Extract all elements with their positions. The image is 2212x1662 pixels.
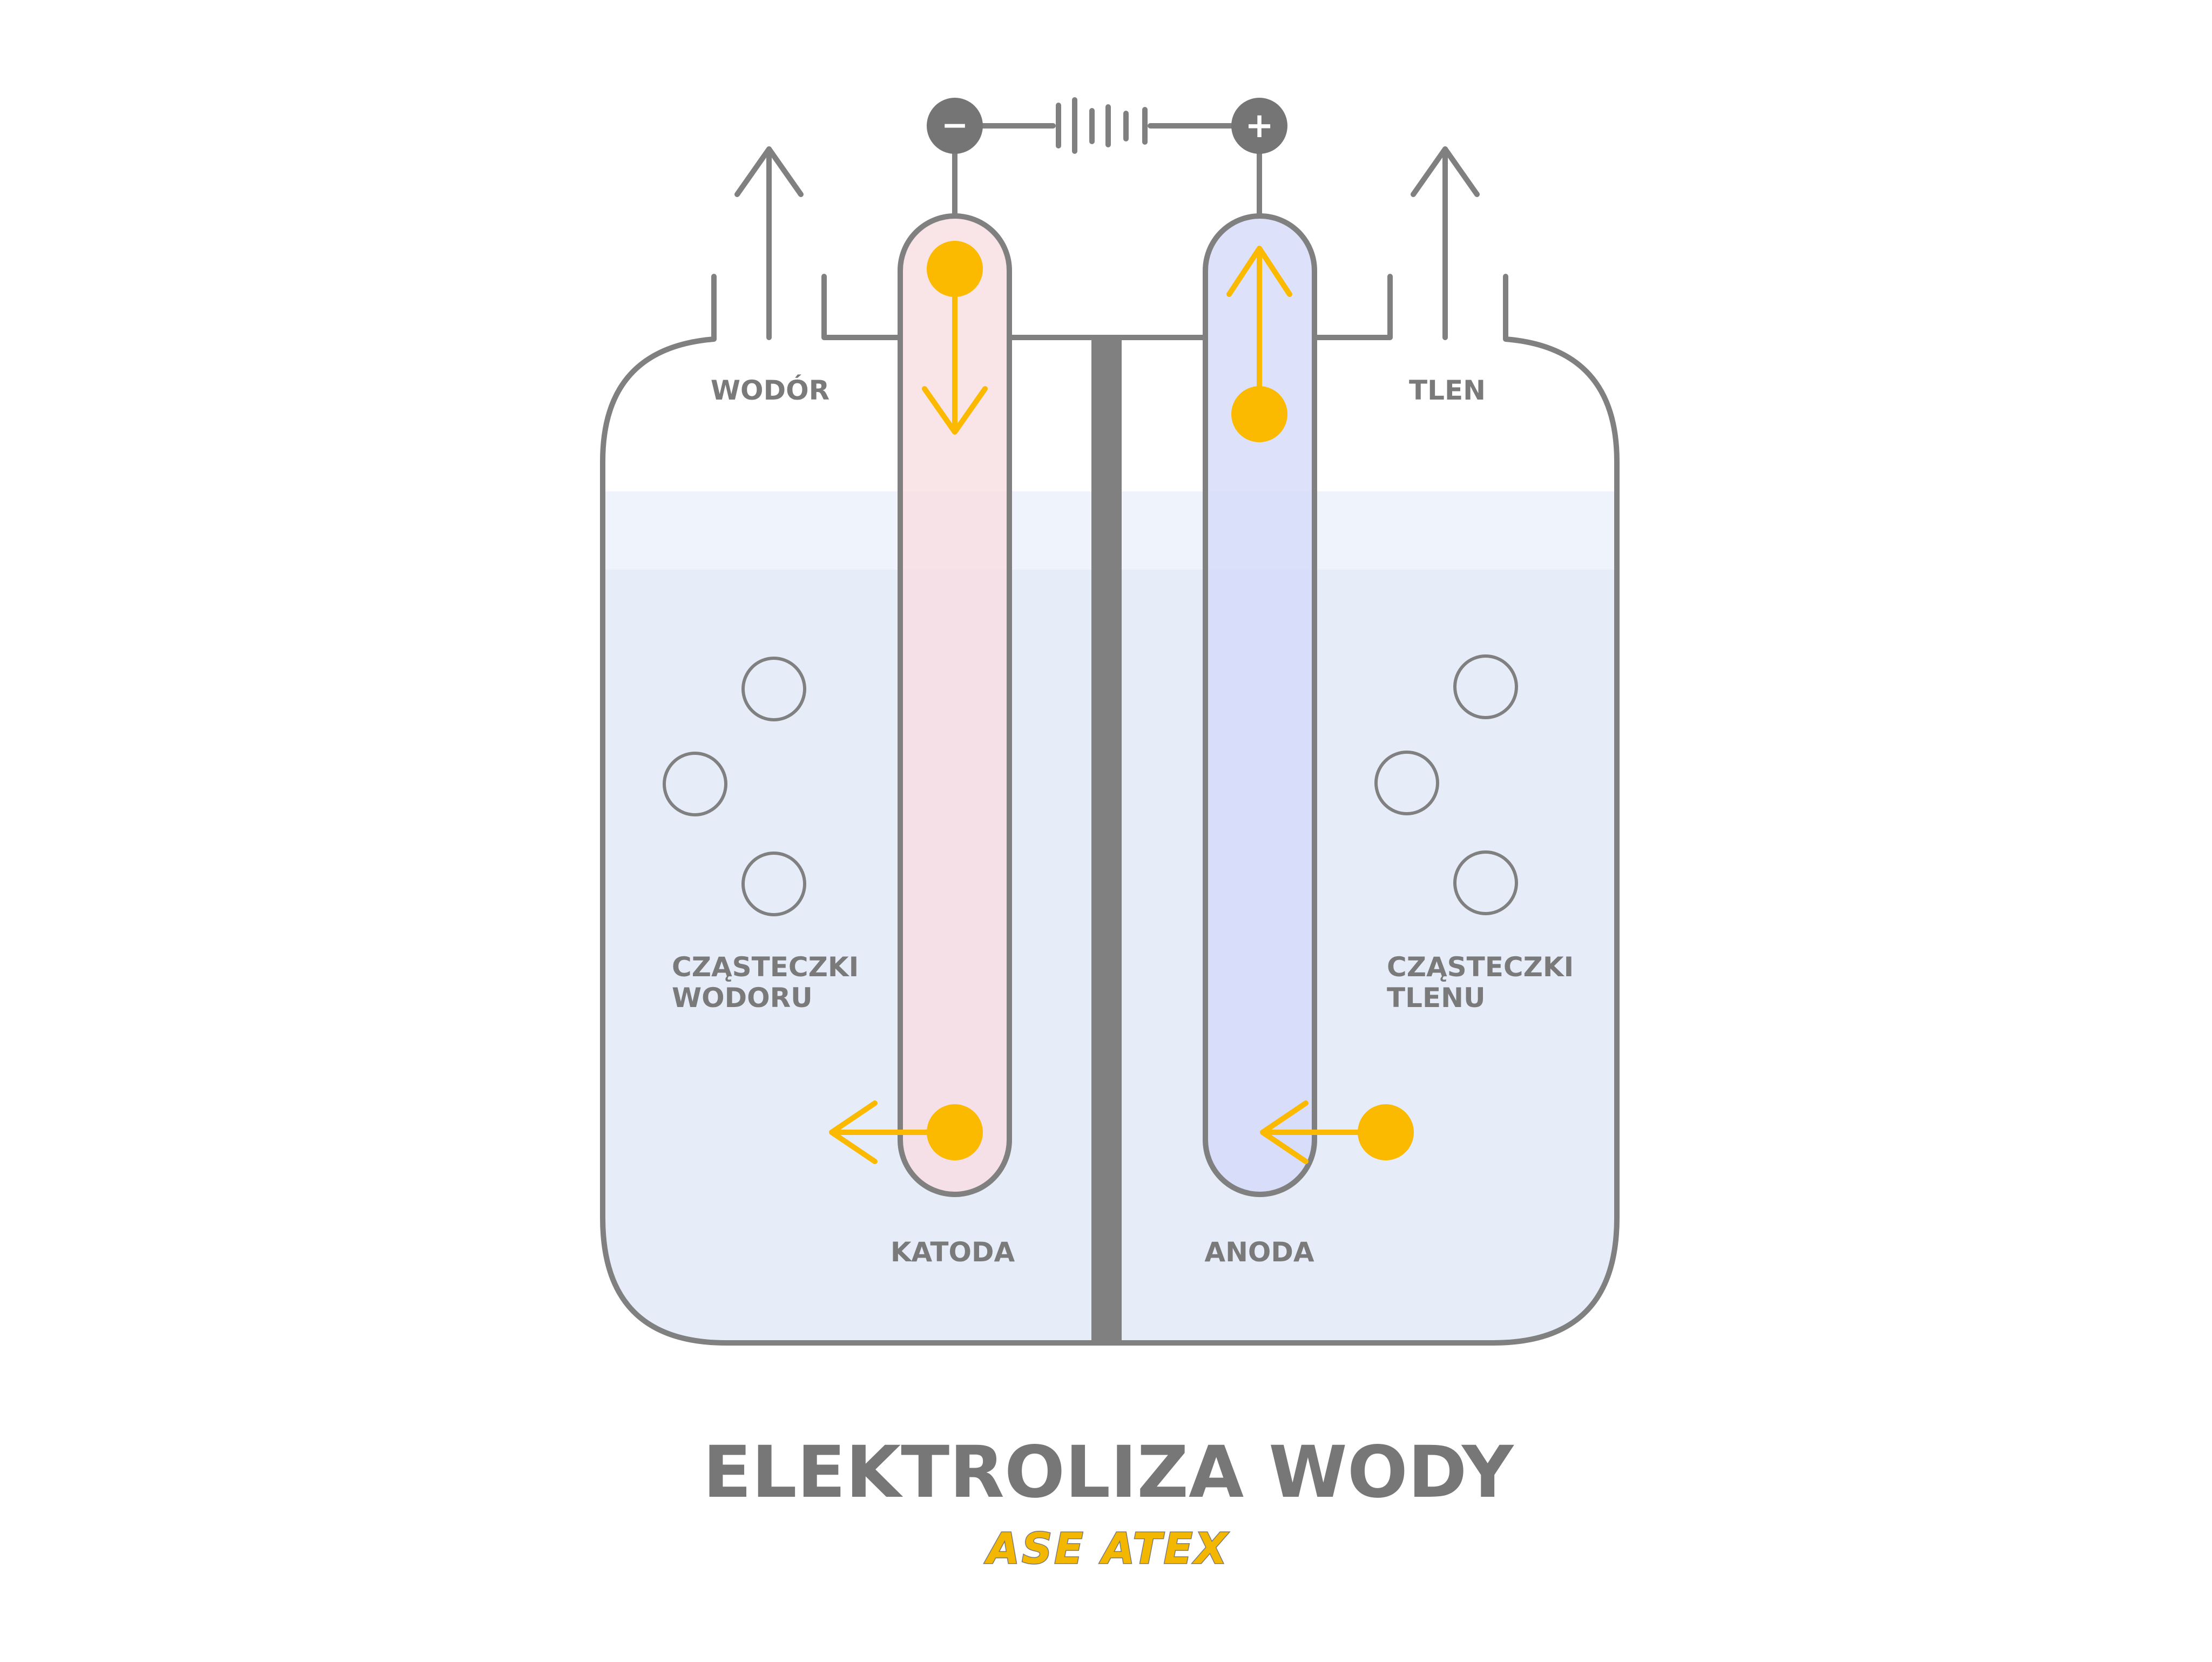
lid-right-segment [1312, 274, 1393, 340]
cathode-electrode [898, 213, 1012, 1197]
oxygen-molecules-label-line1: CZĄSTECZKI [1387, 951, 1574, 983]
hydrogen-molecules-label-line2: WODORU [672, 982, 813, 1014]
electrons [829, 241, 1414, 1164]
electron-dot-cathode-bottom [927, 1104, 983, 1160]
hydrogen-molecule [663, 752, 727, 816]
hydrogen-outlet-arrow-icon [734, 146, 804, 340]
membrane-divider [1091, 337, 1122, 1343]
diagram-title: ELEKTROLIZA WODY [703, 1431, 1514, 1514]
hydrogen-gas-label: WODÓR [711, 374, 830, 406]
electron-dot-anode-top [1231, 386, 1287, 442]
cathode-down-arrow-icon [922, 273, 988, 435]
oxygen-molecules-label-line2: TLENU [1387, 982, 1486, 1014]
hydrogen-molecules-label-line1: CZĄSTECZKI [672, 951, 859, 983]
negative-terminal: − [927, 98, 983, 154]
anode-electrode [1203, 213, 1317, 1197]
anode-up-arrow-icon [1226, 246, 1292, 413]
oxygen-molecule [1374, 751, 1439, 815]
electron-dot-anode-bottom [1358, 1104, 1414, 1160]
oxygen-molecule [1453, 654, 1518, 719]
oxygen-molecule [1453, 850, 1518, 915]
circuit [952, 97, 1262, 219]
brand-logo: ASE ATEX [984, 1525, 1230, 1573]
negative-terminal-circle [927, 98, 983, 154]
lid-left-segment [821, 274, 903, 340]
gas-outlet-arrows [734, 146, 1480, 340]
negative-terminal-sign: − [941, 106, 968, 144]
oxygen-outlet-arrow-icon [1411, 146, 1480, 340]
hydrogen-molecule [741, 657, 806, 721]
oxygen-gas-label: TLEN [1409, 375, 1486, 406]
positive-terminal-sign: + [1245, 106, 1274, 146]
labels: WODÓR TLEN CZĄSTECZKI WODORU CZĄSTECZKI … [672, 374, 1574, 1268]
cathode-label: KATODA [891, 1237, 1015, 1268]
molecules [663, 654, 1518, 916]
battery-icon [1056, 97, 1148, 154]
hydrogen-molecule [741, 852, 806, 916]
positive-terminal-circle [1231, 98, 1287, 154]
positive-terminal: + [1231, 98, 1287, 154]
anode-label: ANODA [1204, 1237, 1314, 1268]
electron-dot-cathode-top [927, 241, 983, 297]
